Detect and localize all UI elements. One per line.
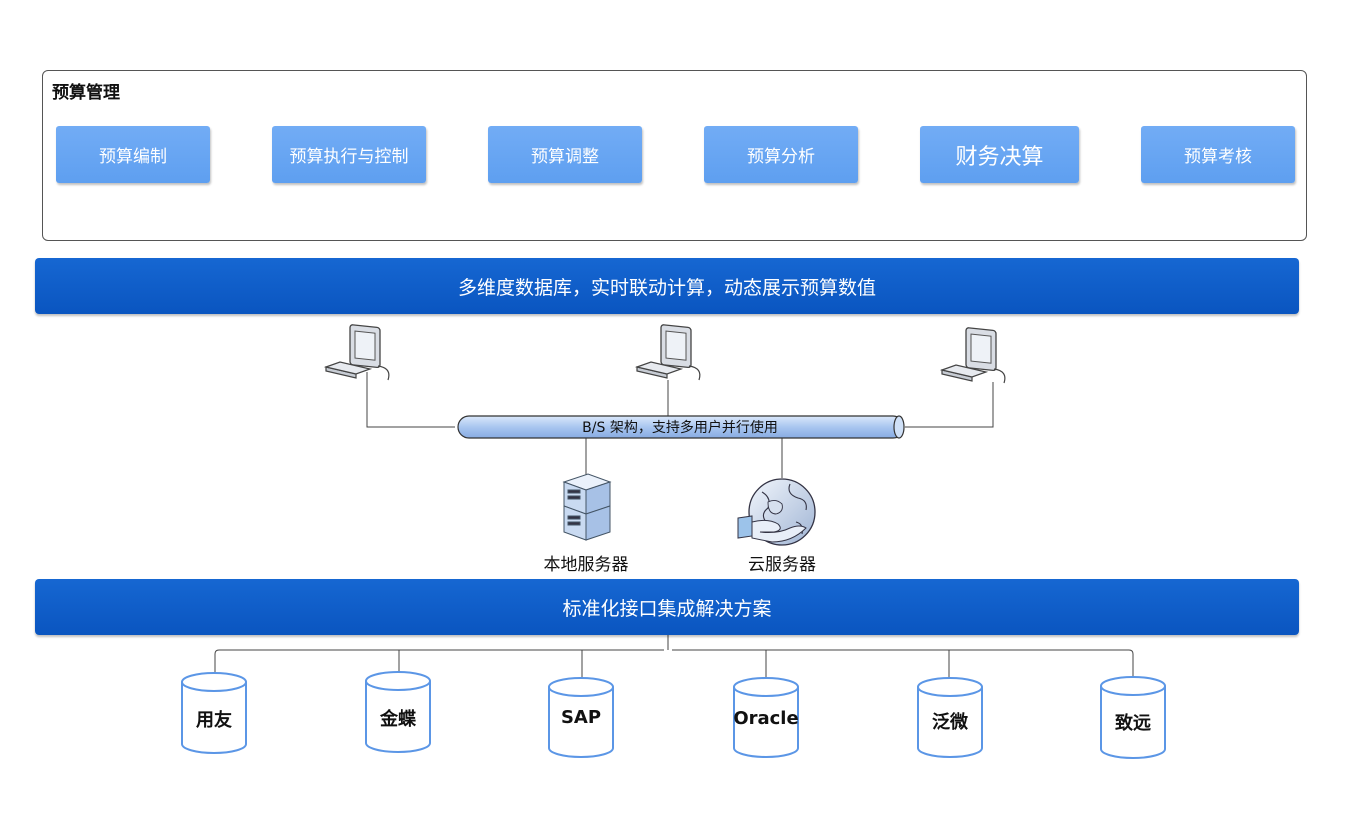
db-label-oracle: Oracle [733,708,799,729]
pipe-label: B/S 架构，支持多用户并行使用 [582,420,778,436]
computer-icon [939,327,1006,384]
computer-icon [323,324,390,381]
cloud-server-label: 云服务器 [748,555,816,575]
step-budget-analysis[interactable]: 预算分析 [704,126,858,183]
step-budget-execution-control[interactable]: 预算执行与控制 [272,126,426,183]
step-budget-assessment[interactable]: 预算考核 [1141,126,1295,183]
db-label-kingdee: 金蝶 [380,709,416,730]
budget-management-panel [42,70,1307,241]
panel-title: 预算管理 [52,83,120,103]
database-cylinders [181,671,1166,759]
step-financial-settlement[interactable]: 财务决算 [920,126,1079,183]
globe-hand-icon [737,478,816,546]
computer-icon [634,324,701,381]
step-budget-adjustment[interactable]: 预算调整 [488,126,642,183]
step-budget-preparation[interactable]: 预算编制 [56,126,210,183]
db-label-seeyon: 致远 [1115,713,1151,734]
database-connector-tree [214,634,1134,678]
database-band: 多维度数据库，实时联动计算，动态展示预算数值 [35,258,1299,314]
db-label-yonyou: 用友 [196,710,232,731]
interface-band: 标准化接口集成解决方案 [35,579,1299,635]
local-server-label: 本地服务器 [543,555,629,575]
server-rack-icon [562,473,612,541]
db-label-weaver: 泛微 [932,712,968,733]
db-label-sap: SAP [560,707,602,728]
